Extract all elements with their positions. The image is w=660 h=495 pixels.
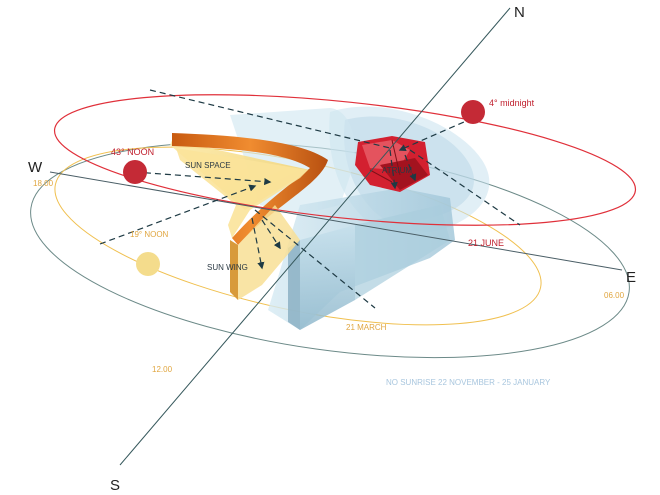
- label-sun-space: SUN SPACE: [185, 161, 231, 170]
- label-midnight-sun: 4° midnight: [489, 98, 535, 108]
- label-orbit-june: 21 JUNE: [468, 238, 504, 248]
- label-atrium: ATRIUM: [382, 166, 412, 175]
- label-time-morning: 06.00: [604, 291, 625, 300]
- sunspace-volume: [170, 133, 328, 300]
- sun-rays: [99, 89, 521, 309]
- sun-noon-summer-icon: [123, 160, 147, 184]
- compass-east: E: [626, 269, 636, 286]
- label-orbit-march: 21 MARCH: [346, 323, 387, 332]
- label-time-noon: 12.00: [152, 365, 173, 374]
- note-no-sunrise: NO SUNRISE 22 NOVEMBER - 25 JANUARY: [386, 378, 551, 387]
- sun-noon-equinox-icon: [136, 252, 160, 276]
- compass-south: S: [110, 477, 120, 494]
- label-noon-equinox: 19° NOON: [130, 230, 169, 239]
- summer-orbit: [53, 94, 637, 226]
- east-west-axis: [49, 171, 623, 271]
- compass-west: W: [28, 159, 43, 176]
- label-noon-summer: 43° NOON: [111, 147, 154, 157]
- label-sun-wing: SUN WING: [207, 263, 248, 272]
- compass-north: N: [514, 4, 525, 21]
- sun-midnight-icon: [461, 100, 485, 124]
- label-time-evening: 18.00: [33, 179, 54, 188]
- north-south-axis: [119, 7, 511, 466]
